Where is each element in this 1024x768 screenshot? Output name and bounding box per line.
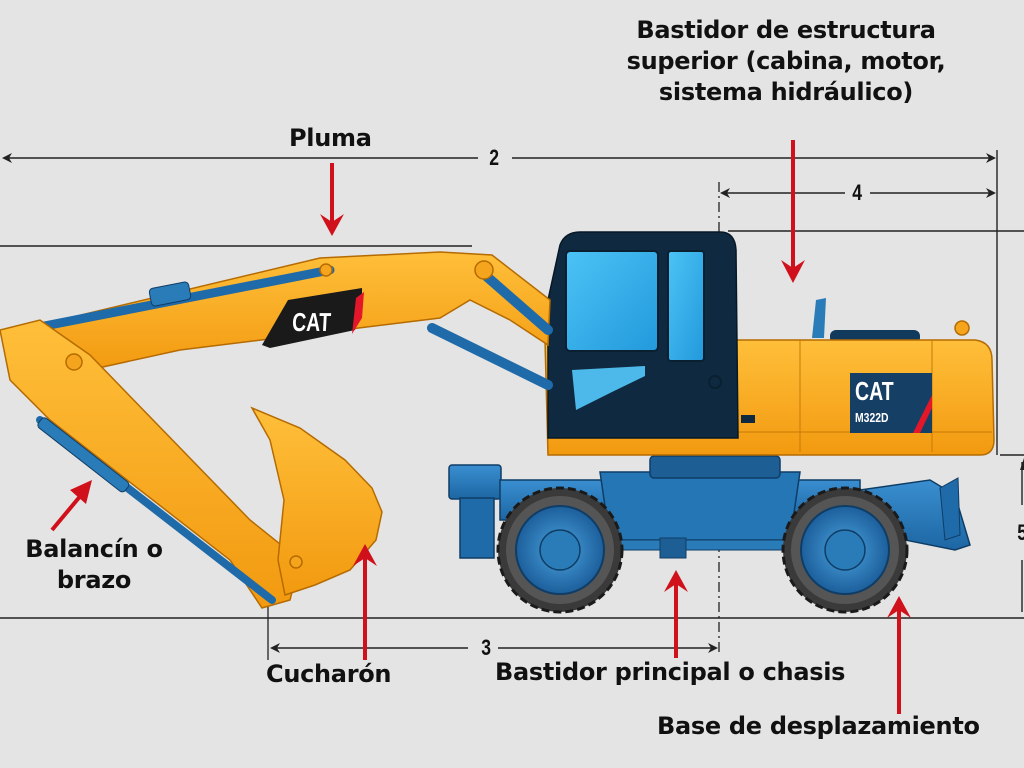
dimension-lines bbox=[0, 150, 1024, 660]
bucket bbox=[250, 406, 383, 596]
body-logo-text: CAT bbox=[855, 376, 894, 406]
upper-structure bbox=[544, 231, 995, 456]
boom-logo bbox=[262, 288, 364, 348]
dimension-3: 3 bbox=[481, 635, 492, 660]
label-main-frame: Bastidor principal o chasis bbox=[495, 658, 846, 686]
cab bbox=[547, 231, 739, 439]
label-upper-frame: Bastidor de estructura superior (cabina,… bbox=[606, 15, 966, 108]
stick bbox=[0, 319, 301, 609]
callout-arrows bbox=[50, 140, 911, 714]
boom-logo-text: CAT bbox=[291, 307, 332, 337]
arrow-upper-frame bbox=[781, 140, 805, 283]
label-upper-frame-line-3: sistema hidráulico) bbox=[658, 78, 914, 106]
dimension-2: 2 bbox=[489, 145, 500, 170]
arrow-bucket bbox=[353, 544, 377, 660]
label-upper-frame-line-1: Bastidor de estructura bbox=[636, 16, 936, 44]
undercarriage bbox=[448, 455, 971, 614]
front-wheel bbox=[781, 486, 909, 614]
label-upper-frame-line-2: superior (cabina, motor, bbox=[626, 47, 946, 75]
arrow-undercarriage bbox=[887, 596, 911, 714]
model-text: M322D bbox=[855, 410, 889, 425]
arrow-main-frame bbox=[664, 570, 688, 658]
label-boom: Pluma bbox=[289, 124, 372, 152]
label-stick: Balancín o brazo bbox=[14, 534, 174, 596]
label-stick-line-2: brazo bbox=[56, 566, 132, 594]
label-bucket: Cucharón bbox=[266, 660, 392, 688]
label-undercarriage: Base de desplazamiento bbox=[657, 712, 980, 740]
rear-wheel bbox=[496, 486, 624, 614]
dimension-4: 4 bbox=[852, 180, 863, 205]
arrow-boom bbox=[320, 163, 344, 236]
body-logo bbox=[850, 373, 932, 433]
label-stick-line-1: Balancín o bbox=[25, 535, 163, 563]
boom bbox=[6, 251, 553, 390]
arrow-stick bbox=[50, 480, 92, 532]
dimension-5: 5 bbox=[1017, 520, 1024, 546]
